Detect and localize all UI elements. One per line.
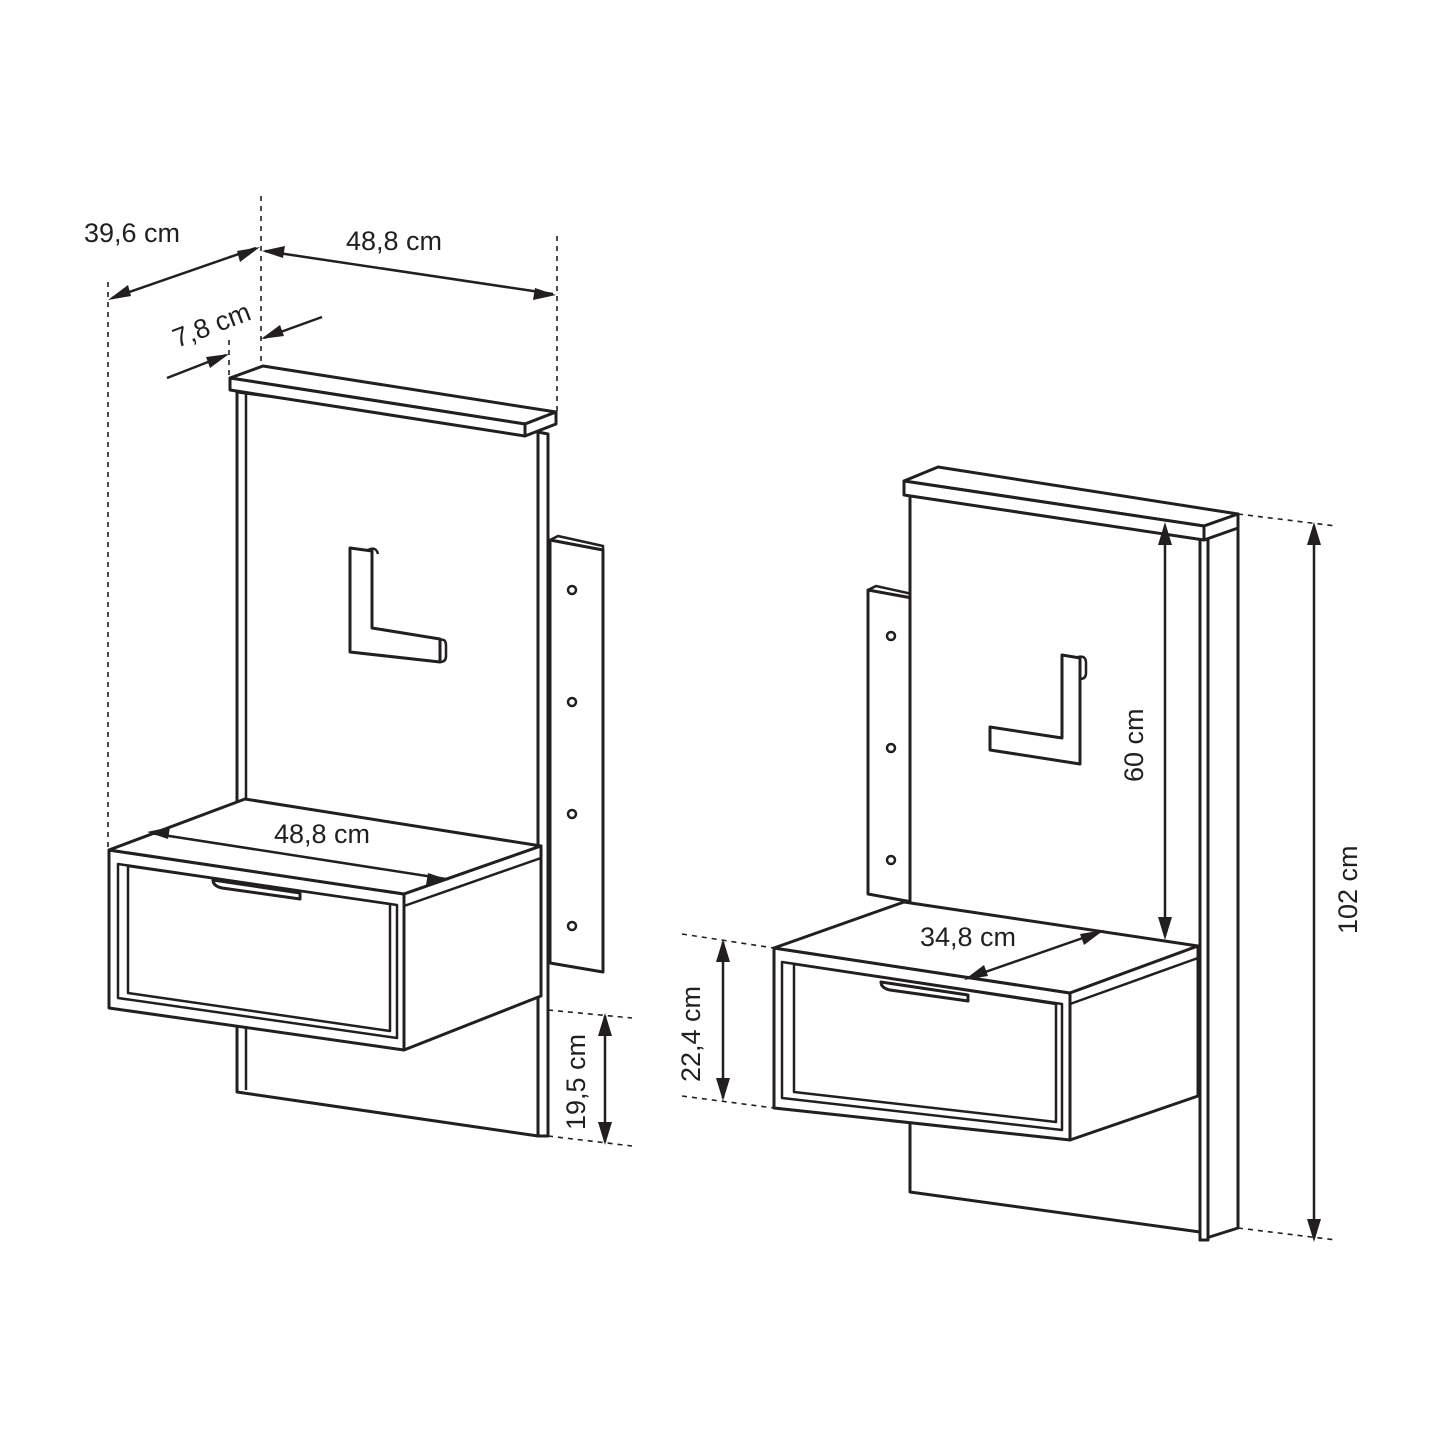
left-drawer-handle [211,878,302,901]
left-mount-hole-3 [566,808,578,820]
label-drawer-depth: 34,8 cm [920,922,1016,952]
left-drawer-left-inner2 [126,864,392,1033]
label-drawer-width: 48,8 cm [274,819,370,849]
dim-drawer-width-line [149,831,447,881]
left-wall-strip-side [548,534,605,552]
right-drawer-side-line [1069,956,1199,1006]
left-mount-hole-1 [566,584,578,596]
arrow [108,285,131,300]
left-top-shelf-side [523,410,558,438]
right-mount-hole-1 [885,630,897,642]
right-mount-hole-2 [885,742,897,754]
label-top-shelf-width: 48,8 cm [346,226,442,256]
right-drawer-side [1068,944,1200,1142]
dim-total-depth-line [111,246,257,300]
right-l-hook-tab [1077,655,1088,681]
right-l-hook [988,653,1082,766]
arrow [598,1013,612,1036]
arrow [262,246,285,258]
arrow [1158,522,1172,545]
label-drawer-height: 22,4 cm [676,986,706,1082]
arrow [1080,930,1104,945]
arrow [1307,1219,1321,1242]
right-side-panel-face [1198,536,1210,1242]
label-total-height: 102 cm [1333,845,1363,934]
arrow [1307,522,1321,545]
arrow [206,354,229,368]
arrow [716,1078,730,1101]
arrow [598,1122,612,1145]
dim-top-width-line [264,249,554,296]
left-panel-right-edge [536,430,550,1138]
left-l-hook-tab-bottom [439,638,448,664]
arrow [533,288,556,300]
dim-drawer-depth-line [967,930,1101,980]
left-mount-hole-4 [566,920,578,932]
left-wall-strip [548,538,605,974]
right-drawer-handle [879,980,970,1003]
arrow [964,965,988,980]
arrow [237,247,260,262]
left-drawer-side-line [403,856,542,908]
right-drawer-left-inner2 [792,962,1058,1124]
arrow [426,873,449,885]
label-panel-height: 60 cm [1119,708,1149,782]
label-gap-height: 19,5 cm [561,1034,591,1130]
right-top-shelf-side [1202,512,1240,542]
left-drawer-side [402,844,543,1052]
arrow [716,939,730,962]
right-mount-hole-3 [885,854,897,866]
left-mount-hole-2 [566,696,578,708]
arrow [261,325,284,339]
right-unit [772,465,1240,1242]
left-unit [107,364,605,1138]
label-total-depth: 39,6 cm [84,218,180,248]
dimension-lines [107,196,1337,1242]
arrow [147,827,170,839]
arrow [1158,917,1172,940]
left-l-hook-tab-top [367,547,380,555]
label-top-shelf-depth: 7,8 cm [168,297,254,354]
